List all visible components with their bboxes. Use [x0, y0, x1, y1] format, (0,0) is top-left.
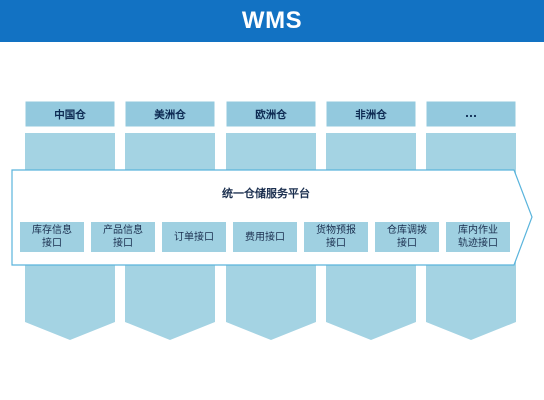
warehouse-bar-africa: [325, 100, 417, 128]
interface-warehouse-transfer: 仓库调拨 接口: [375, 222, 439, 252]
app-header: WMS: [0, 0, 544, 42]
warehouse-label-bars: [24, 100, 517, 128]
interface-warehouse-operation-track: 库内作业 轨迹接口: [446, 222, 510, 252]
interface-shipment-forecast: 货物预报 接口: [304, 222, 368, 252]
header-title: WMS: [241, 7, 303, 34]
warehouse-bar-americas: [124, 100, 216, 128]
interface-fee: 费用接口: [233, 222, 297, 252]
interface-inventory-info: 库存信息 接口: [20, 222, 84, 252]
interface-product-info: 产品信息 接口: [91, 222, 155, 252]
warehouse-bar-europe: [225, 100, 317, 128]
interface-order: 订单接口: [162, 222, 226, 252]
warehouse-bar-china: [24, 100, 116, 128]
warehouse-bar-more: [425, 100, 517, 128]
platform-title: 统一仓储服务平台: [222, 187, 310, 200]
